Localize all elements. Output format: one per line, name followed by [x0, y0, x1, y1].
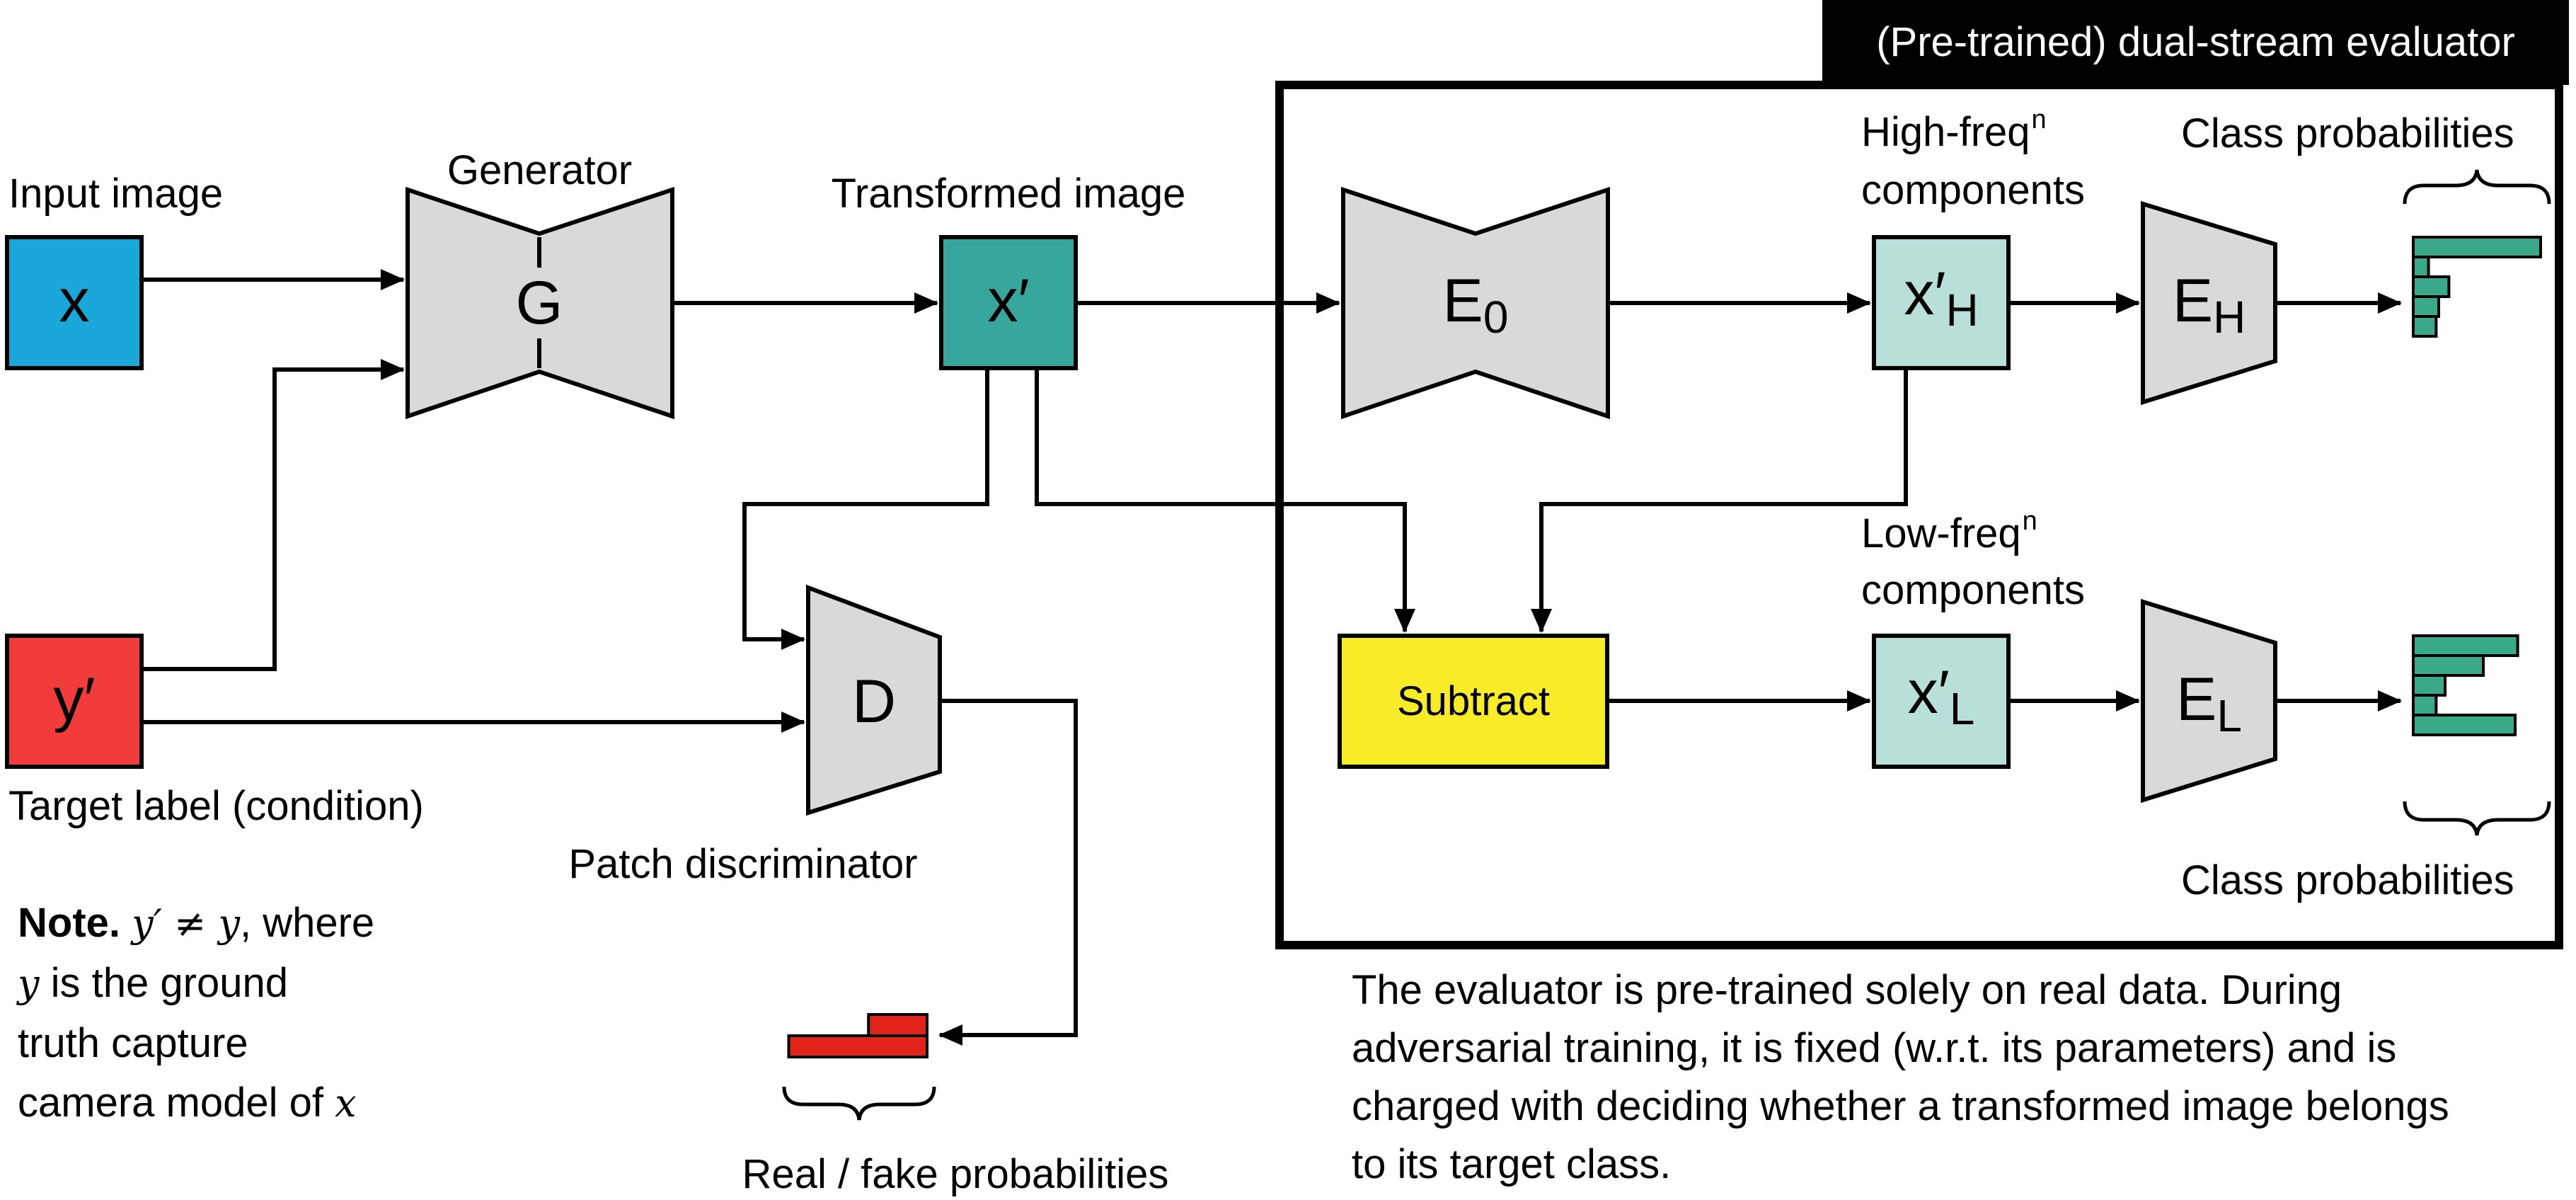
- class-probabilities-top-label: Class probabilities: [2181, 110, 2514, 156]
- class-prob-bar: [2412, 275, 2451, 298]
- note-text4: camera model of: [18, 1080, 335, 1126]
- note-line2: y is the ground: [18, 954, 456, 1014]
- encoder-h-sub: H: [2213, 292, 2246, 343]
- brace-bottom: [2403, 801, 2551, 836]
- high-freq-text: High-freq: [1861, 109, 2030, 155]
- brace-realfake: [782, 1086, 936, 1121]
- encoder-l-symbol: EL: [2143, 669, 2275, 738]
- low-freq-label-line1: Low-freqn: [1861, 508, 2037, 556]
- brace-top: [2403, 169, 2551, 205]
- caption-line: The evaluator is pre-trained solely on r…: [1352, 967, 2342, 1013]
- x-block: [5, 235, 144, 370]
- wire-xprime-to-discriminator: [742, 368, 989, 650]
- low-freq-label-line2: components: [1861, 567, 2085, 613]
- encoder-l-main: E: [2176, 665, 2217, 733]
- real-fake-label: Real / fake probabilities: [742, 1151, 1169, 1197]
- class-probability-bars-low: [2412, 634, 2519, 736]
- x-l-block: [1872, 634, 2011, 769]
- class-probabilities-bottom-label: Class probabilities: [2181, 857, 2514, 903]
- wire-y-to-generator: [142, 359, 405, 671]
- note-math2: y: [18, 961, 40, 1006]
- x-h-sub: H: [1945, 285, 1979, 336]
- note-line3: truth capture: [18, 1020, 248, 1066]
- evaluator-frame: [1275, 81, 2563, 949]
- class-prob-bar: [2412, 694, 2438, 716]
- encoder0-sub: 0: [1483, 292, 1509, 343]
- class-prob-bar: [2412, 674, 2446, 697]
- patch-discriminator-label: Patch discriminator: [568, 841, 918, 887]
- low-freq-sup: n: [2022, 506, 2037, 537]
- class-prob-bar: [2412, 236, 2542, 258]
- generator-label: Generator: [447, 147, 633, 193]
- class-probability-bars-high: [2412, 236, 2542, 338]
- y-prime-block: [5, 634, 144, 769]
- class-prob-bar: [2412, 315, 2438, 338]
- real-fake-bar: [787, 1034, 928, 1058]
- low-freq-text: Low-freq: [1861, 510, 2021, 556]
- note-bold: Note.: [18, 900, 120, 946]
- encoder-h-main: E: [2172, 267, 2214, 335]
- x-h-main: x′: [1904, 260, 1946, 328]
- generator-symbol: G: [515, 269, 563, 337]
- encoder-h-shape: [2141, 200, 2277, 406]
- high-freq-sup: n: [2031, 105, 2047, 135]
- discriminator-symbol: D: [851, 668, 897, 736]
- transformed-image-label: Transformed image: [831, 171, 1186, 217]
- class-prob-bar: [2412, 654, 2485, 677]
- wire-discriminator-to-realfake: [938, 699, 1078, 1046]
- class-prob-bar: [2412, 256, 2430, 278]
- y-prime-symbol: y′: [53, 665, 96, 733]
- x-symbol: x: [59, 267, 90, 335]
- input-image-label: Input image: [8, 171, 224, 217]
- note-text2: is the ground: [39, 960, 288, 1006]
- high-freq-label-line2: components: [1861, 167, 2085, 213]
- braces: [782, 169, 2551, 1121]
- real-fake-bar: [867, 1013, 928, 1037]
- x-h-symbol: x′H: [1874, 263, 2008, 333]
- class-prob-bar: [2412, 295, 2440, 318]
- caption-line: adversarial training, it is fixed (w.r.t…: [1352, 1025, 2397, 1071]
- class-prob-bar: [2412, 634, 2519, 657]
- subtract-label: Subtract: [1397, 678, 1550, 724]
- evaluator-title: (Pre-trained) dual-stream evaluator: [1822, 0, 2569, 85]
- caption-line: charged with deciding whether a transfor…: [1352, 1083, 2449, 1129]
- note-line4: camera model of x: [18, 1073, 456, 1133]
- wire-xh-to-subtract: [1531, 368, 1908, 633]
- x-prime-symbol: x′: [987, 267, 1030, 335]
- note-math1: y′ ≠ y: [132, 901, 240, 946]
- note-text1: , where: [239, 900, 375, 946]
- note-block: Note. y′ ≠ y, where y is the ground trut…: [18, 893, 456, 1133]
- encoder-l-sub: L: [2216, 690, 2242, 741]
- encoder-l-shape: [2141, 598, 2277, 804]
- caption-line: to its target class.: [1352, 1141, 1672, 1187]
- evaluator-caption: The evaluator is pre-trained solely on r…: [1352, 961, 2449, 1194]
- x-l-sub: L: [1949, 683, 1975, 734]
- high-freq-label-line1: High-freqn: [1861, 106, 2047, 155]
- x-h-block: [1872, 235, 2011, 370]
- discriminator-shape: [806, 584, 942, 816]
- encoder-h-symbol: EH: [2143, 270, 2275, 340]
- x-l-main: x′: [1907, 658, 1950, 726]
- connections: [142, 269, 2402, 1046]
- wire-xprime-to-subtract: [1035, 368, 1415, 633]
- x-l-symbol: x′L: [1874, 662, 2008, 731]
- real-fake-probability-bars: [787, 1013, 928, 1058]
- note-math3: x: [335, 1081, 357, 1126]
- generator-hourglass: [406, 186, 674, 420]
- class-prob-bar: [2412, 714, 2517, 736]
- encoder0-main: E: [1442, 267, 1483, 335]
- encoder0-symbol: E0: [1405, 270, 1546, 340]
- note-line1: Note. y′ ≠ y, where: [18, 893, 456, 954]
- target-label-caption: Target label (condition): [8, 783, 424, 829]
- encoder0-hourglass: [1341, 186, 1610, 420]
